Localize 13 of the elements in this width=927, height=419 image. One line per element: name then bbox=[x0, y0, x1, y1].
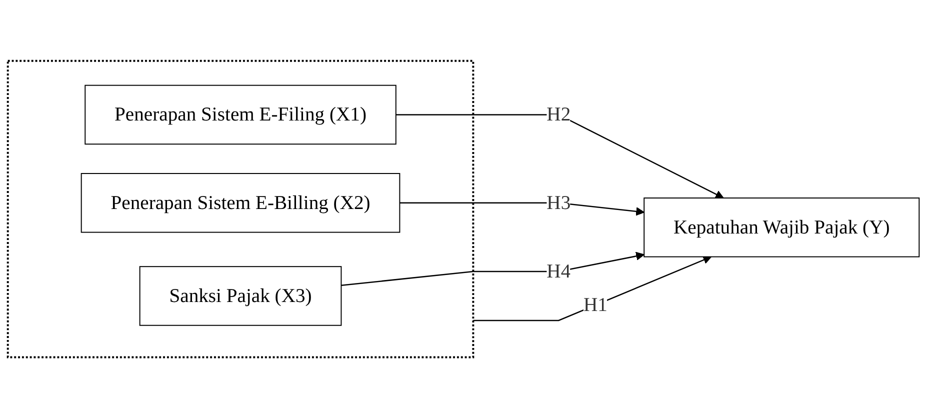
node-box: Penerapan Sistem E-Filing (X1) bbox=[84, 85, 396, 146]
node-box: Sanksi Pajak (X3) bbox=[139, 266, 342, 326]
edge-label: H2 bbox=[546, 104, 571, 126]
edge-label: H1 bbox=[584, 294, 608, 316]
edge-label: H3 bbox=[546, 192, 571, 214]
node-box: Penerapan Sistem E-Billing (X2) bbox=[80, 173, 400, 234]
edge-label: H4 bbox=[546, 261, 571, 283]
cluster bbox=[6, 60, 474, 359]
arrow bbox=[341, 252, 644, 286]
arrow bbox=[400, 202, 644, 216]
arrow bbox=[396, 114, 724, 199]
arrow bbox=[473, 256, 712, 322]
node-box: Kepatuhan Wajib Pajak (Y) bbox=[644, 198, 920, 258]
